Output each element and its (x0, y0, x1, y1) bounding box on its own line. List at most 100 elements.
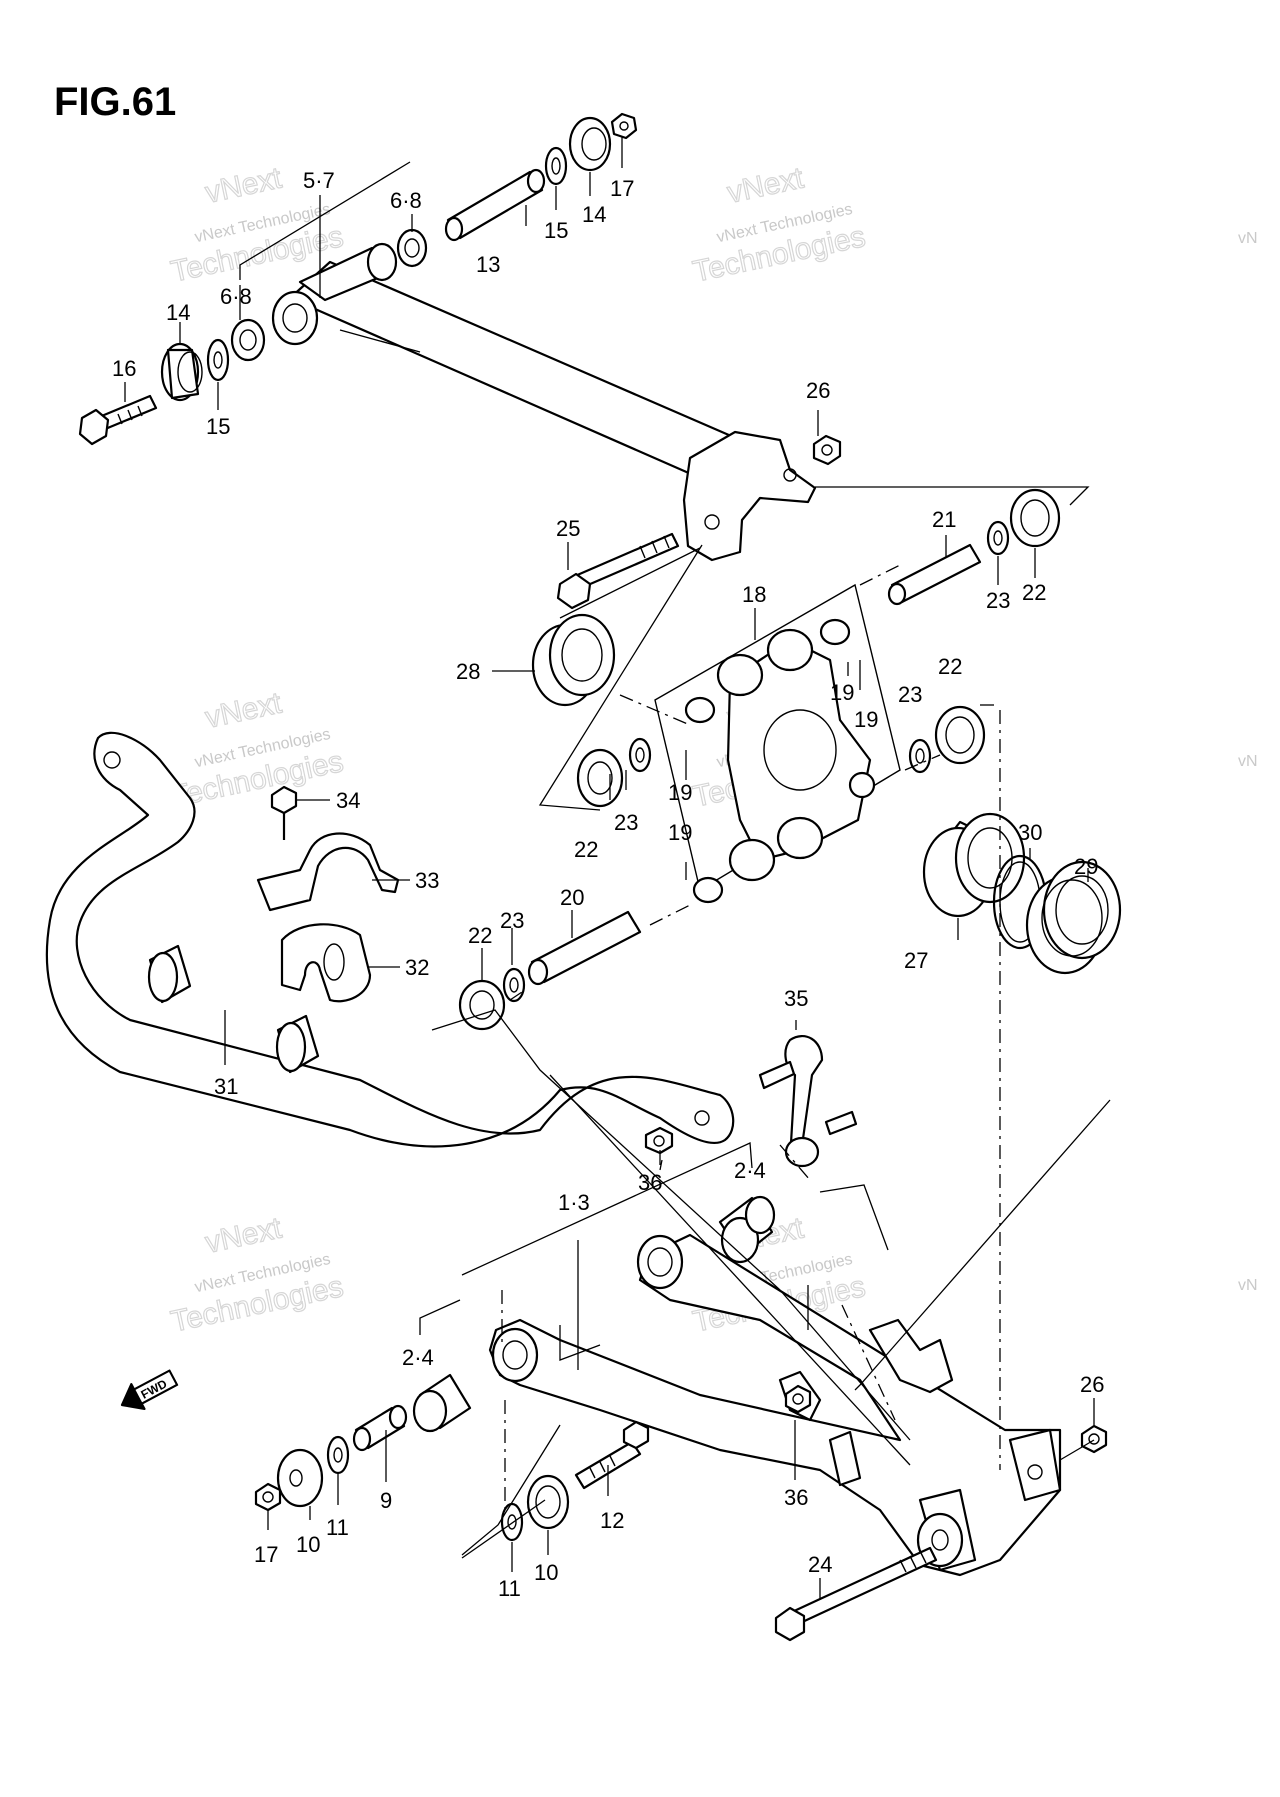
callout-22-left: 22 (574, 837, 598, 862)
bolt-12 (574, 1420, 650, 1490)
seal-22-right (934, 705, 986, 765)
bushing-19-b (819, 618, 851, 646)
callout-14-upper: 14 (582, 202, 606, 227)
washer-11-lower (500, 1502, 524, 1542)
bolt-16 (78, 394, 158, 446)
watermark-edge-1: vN (1238, 230, 1258, 247)
washer-11-left (326, 1435, 350, 1475)
callout-24: 24 (808, 1552, 832, 1577)
bushing-2-4-upper (718, 1195, 776, 1264)
watermark-group: vNext vNext Technologies Technologies vN… (168, 161, 1258, 1339)
nut-26-lower (1080, 1424, 1108, 1454)
callout-11-lower: 11 (498, 1576, 521, 1601)
bolt-25 (556, 532, 680, 610)
collar-10-lower (526, 1474, 570, 1530)
callout-12: 12 (600, 1508, 624, 1533)
callout-13: 13 (476, 252, 500, 277)
callout-19-c: 19 (668, 780, 692, 805)
washer-23-left (628, 737, 652, 773)
watermark-2: vNext vNext Technologies Technologies (690, 161, 869, 289)
callout-36-upper: 36 (638, 1170, 662, 1195)
callout-34: 34 (336, 788, 360, 813)
stabilizer-link-35 (758, 1034, 858, 1168)
callout-36-lower: 36 (784, 1485, 808, 1510)
bushing-6-8-right (396, 228, 428, 268)
sleeve-13 (444, 168, 546, 242)
callout-17-lower: 17 (254, 1542, 278, 1567)
fwd-arrow-icon: FWD (120, 1369, 179, 1411)
nut-17-top (610, 112, 638, 140)
seal-29 (1025, 860, 1122, 975)
bushing-2-4-lower (412, 1373, 472, 1433)
cushion-rod-18-assembly (654, 583, 901, 904)
callout-23-top: 23 (986, 588, 1010, 613)
bolt-24 (774, 1546, 938, 1642)
callout-22-top: 22 (1022, 580, 1046, 605)
seal-22-left (576, 748, 624, 808)
callout-15-left: 15 (206, 414, 230, 439)
callout-9: 9 (380, 1488, 392, 1513)
collar-14-left (160, 342, 203, 402)
callout-1-3: 1·3 (558, 1190, 590, 1215)
callout-26-lower: 26 (1080, 1372, 1104, 1397)
stabilizer-bar-31 (45, 731, 735, 1148)
callout-19-d: 19 (668, 820, 692, 845)
seal-22-top (1009, 488, 1061, 548)
callout-26-upper: 26 (806, 378, 830, 403)
watermark-5: vNext vNext Technologies Technologies (168, 1211, 347, 1339)
nut-17-lower (254, 1482, 282, 1512)
watermark-big-top: vNext (724, 162, 807, 210)
sleeve-9 (352, 1404, 408, 1452)
callout-2-4-upper: 2·4 (734, 1158, 766, 1183)
washer-15-right (544, 146, 568, 186)
watermark-big-top: vNext (202, 162, 285, 210)
callout-6-8-left: 6·8 (220, 284, 252, 309)
seal-22-lower (458, 979, 506, 1031)
washer-15-left (206, 338, 230, 382)
tube-left-end (271, 290, 319, 346)
washer-23-lower (502, 967, 526, 1003)
callout-35: 35 (784, 986, 808, 1011)
callout-28: 28 (456, 659, 480, 684)
watermark-big-top: vNext (202, 1212, 285, 1260)
callout-17-upper: 17 (610, 176, 634, 201)
nut-36-lower (784, 1384, 812, 1414)
callout-33: 33 (415, 868, 439, 893)
figure-title: FIG.61 (54, 80, 176, 124)
oil-seal-28 (531, 613, 616, 707)
callout-19-b: 19 (854, 707, 878, 732)
callout-6-8-upper: 6·8 (390, 188, 422, 213)
callout-labels: 5·7 6·8 6·8 13 15 14 17 14 15 16 26 25 2… (112, 168, 1104, 1601)
collar-14-right (568, 116, 612, 172)
nut-36-upper (644, 1126, 674, 1155)
pivot-bracket (682, 430, 817, 562)
callout-14-left: 14 (166, 300, 190, 325)
callout-31: 31 (214, 1074, 238, 1099)
callout-20: 20 (560, 885, 584, 910)
callout-23-right: 23 (898, 682, 922, 707)
callout-30: 30 (1018, 820, 1042, 845)
callout-25: 25 (556, 516, 580, 541)
bushing-19-a (684, 696, 716, 724)
callout-21: 21 (932, 507, 956, 532)
callout-10-lower: 10 (534, 1560, 558, 1585)
callout-19-a: 19 (830, 680, 854, 705)
callout-23-left: 23 (614, 810, 638, 835)
callout-10-left: 10 (296, 1532, 320, 1557)
bushing-6-8-left (230, 318, 266, 362)
bushing-19-d (692, 876, 724, 904)
cushion-rod-body (726, 638, 872, 862)
callout-2-4-lower: 2·4 (402, 1345, 434, 1370)
upper-pivot-arm (271, 242, 817, 562)
callout-22-lower: 22 (468, 923, 492, 948)
callout-18: 18 (742, 582, 766, 607)
callout-27: 27 (904, 948, 928, 973)
collar-10-left (276, 1448, 324, 1508)
washer-23-right (908, 738, 932, 774)
callout-15-upper: 15 (544, 218, 568, 243)
cushion-32 (280, 923, 372, 1003)
callout-22-right: 22 (938, 654, 962, 679)
bushing-19-c (848, 771, 876, 799)
leader-lines (124, 136, 1111, 1600)
